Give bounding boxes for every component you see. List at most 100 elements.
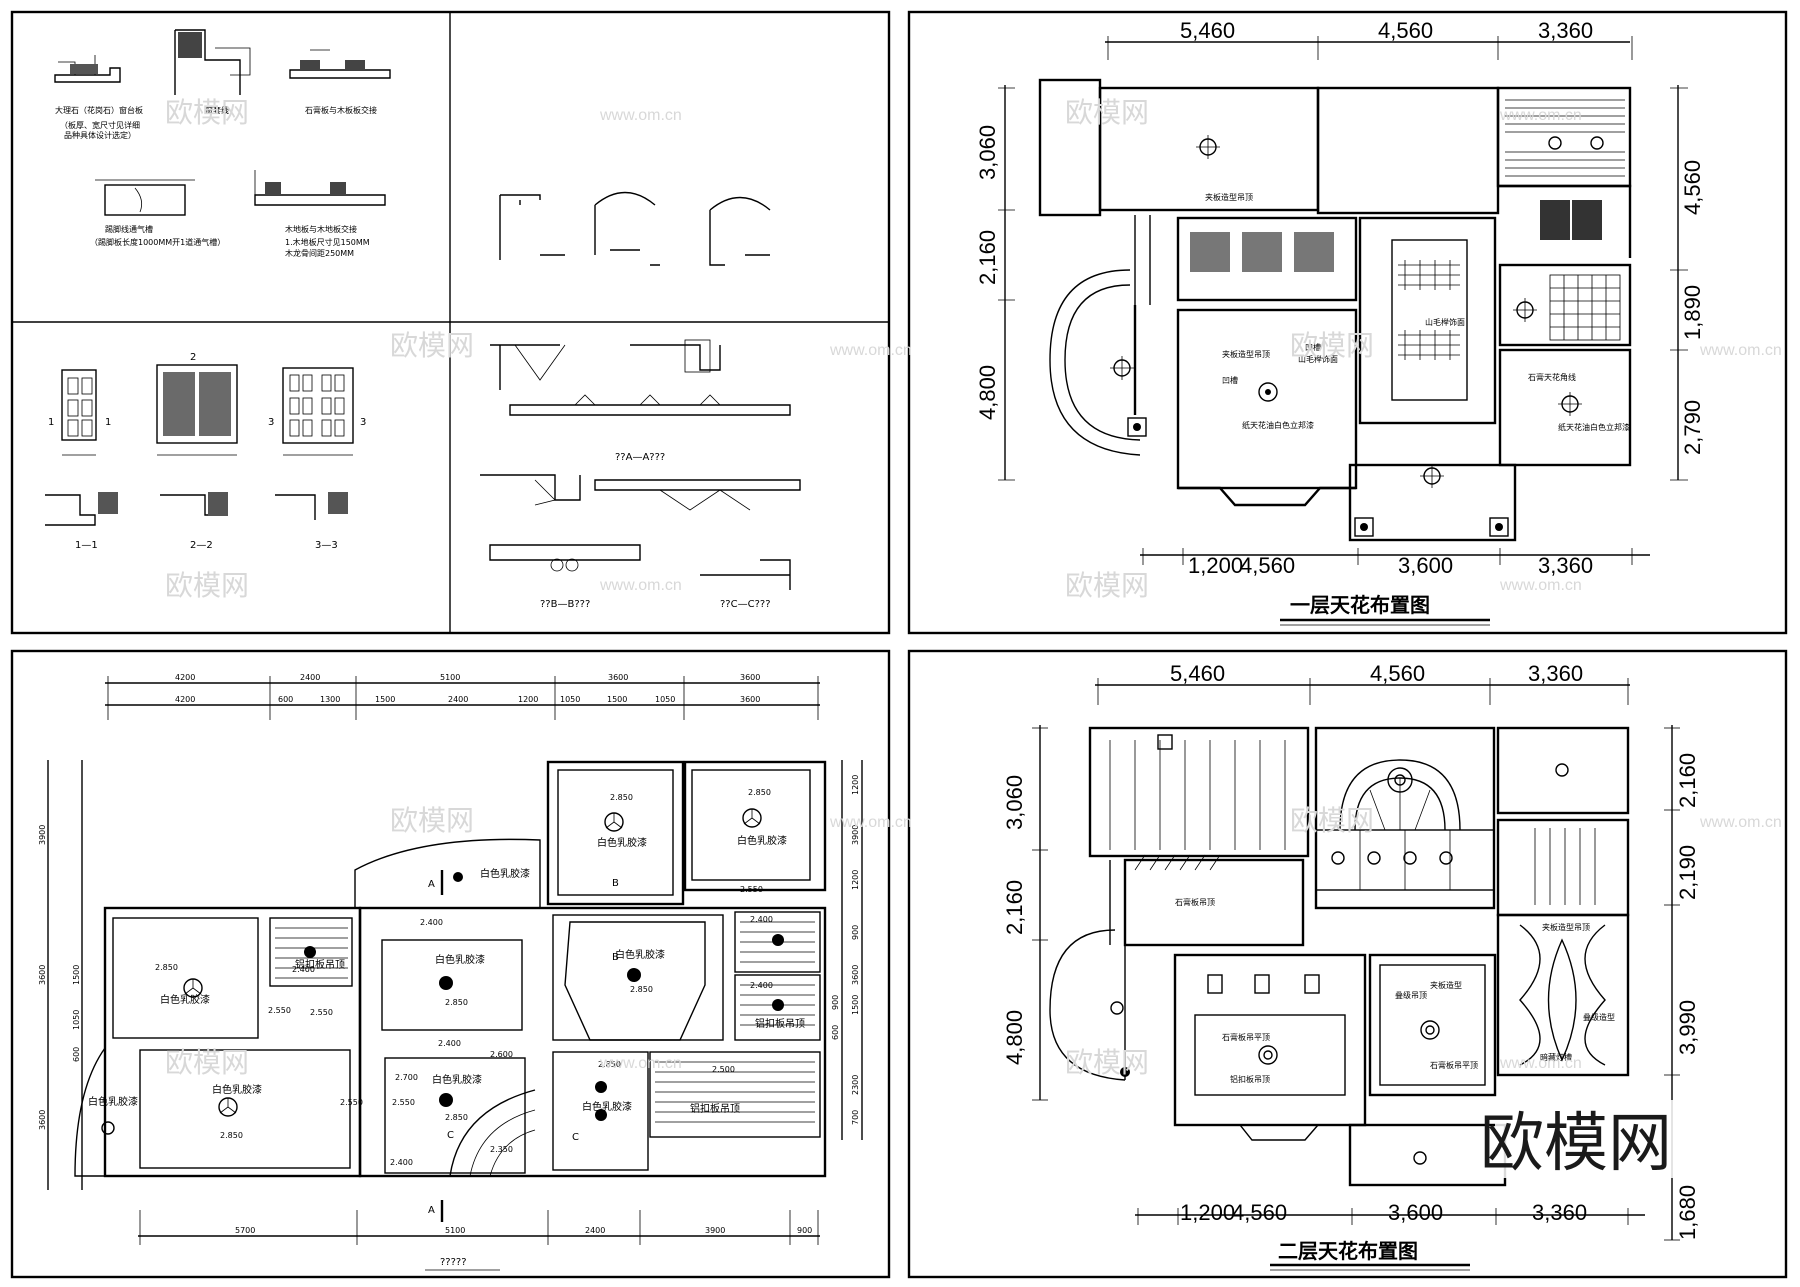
plan1-note-4: 凹槽 — [1305, 342, 1321, 352]
plan2-note-9: 暗藏灯槽 — [1540, 1052, 1572, 1062]
section-b-label: ??B—B??? — [540, 599, 590, 610]
plan1-top-dim-1: 5,460 — [1180, 18, 1235, 43]
watermark-url-2: www.om.cn — [1499, 107, 1582, 124]
plan3-height-11: 2.550 — [740, 885, 763, 894]
plan3-top-inner-3: 1300 — [320, 695, 340, 704]
plan3-paint-1: 白色乳胶漆 — [160, 993, 210, 1006]
plan3-right-dim-4: 900 — [851, 925, 860, 940]
plan2-left-dim-2: 2,160 — [1002, 880, 1027, 935]
detail-floor-joint: 木地板与木地板交接 1.木地板尺寸见150MM 木龙骨间距250MM — [254, 170, 386, 258]
plan3-height-17: 2.400 — [750, 915, 773, 924]
watermark-url-3: www.om.cn — [829, 342, 912, 359]
plan1-slat-ceiling — [1505, 99, 1625, 177]
plan3-left-dim-6: 3600 — [38, 1110, 47, 1130]
door-mark-3-right: 3 — [360, 417, 366, 428]
detail-gypsum-joint: 石膏板与木板板交接 — [289, 49, 391, 115]
plan1-bottom-dim-2: 4,560 — [1240, 553, 1295, 578]
detail-3-label: 石膏板与木板板交接 — [305, 105, 377, 115]
plan3-height-7: 2.850 — [445, 1113, 468, 1122]
plan3-top-inner-5: 2400 — [448, 695, 468, 704]
plan1-note-1: 夹板造型吊顶 — [1205, 192, 1253, 202]
door-mark-3-left: 3 — [268, 417, 274, 428]
plan3-section-c-left: C — [447, 1130, 454, 1141]
plan3-right-dim-1: 1200 — [851, 775, 860, 795]
plan3-top-inner-7: 1050 — [560, 695, 580, 704]
detail-5-sub: 1.木地板尺寸见150MM — [285, 237, 370, 247]
plan3-paint-10: 白色乳胶漆 — [582, 1100, 632, 1113]
plan3-left-dim-5: 600 — [72, 1047, 81, 1062]
watermark-logo-1: 欧模网 — [165, 96, 249, 129]
plan3-alu-3: 铝扣板吊顶 — [690, 1102, 740, 1115]
plan2-note-7: 叠级吊顶 — [1395, 990, 1427, 1000]
detail-1-label: 大理石（花岗石）窗台板 — [55, 105, 143, 115]
plan2-ceiling: 5,460 4,560 3,360 3,060 2,160 4,800 2,16… — [1002, 661, 1700, 1271]
plan3-top-inner-10: 3600 — [740, 695, 760, 704]
plan1-note-6: 山毛榉饰面 — [1425, 317, 1465, 327]
watermark-logo-7: 欧模网 — [390, 804, 474, 837]
plan1-right-dim-2: 1,890 — [1680, 285, 1705, 340]
plan3-light-fixtures — [101, 808, 784, 1135]
plan3-right-dim-8: 600 — [831, 1025, 840, 1040]
watermark-url-9: www.om.cn — [599, 1055, 682, 1072]
watermark-logo-3: 欧模网 — [390, 329, 474, 362]
plan2-top-dim-1: 5,460 — [1170, 661, 1225, 686]
plan3-top-inner-2: 600 — [278, 695, 293, 704]
cut-1: 1—1 — [75, 540, 98, 551]
plan3-left-dim-3: 1500 — [72, 965, 81, 985]
plan2-bottom-dim-1: 1,200 — [1180, 1200, 1235, 1225]
plan1-note-5: 山毛榉饰面 — [1298, 354, 1338, 364]
plan3-height-23: 2.500 — [712, 1065, 735, 1074]
detail-5-label: 木地板与木地板交接 — [285, 224, 357, 234]
plan1-note-8: 纸天花油白色立邦漆 — [1242, 420, 1314, 430]
detail-window-casing: 窗套线 — [174, 29, 251, 115]
plan2-note-8: 叠级造型 — [1583, 1012, 1615, 1022]
plan3-height-12: 2.550 — [340, 1098, 363, 1107]
plan1-bottom-dim-1: 1,200 — [1188, 553, 1243, 578]
plan1-left-dim-2: 2,160 — [975, 230, 1000, 285]
plan2-slats — [1109, 740, 1596, 905]
watermark-url-6: www.om.cn — [1499, 577, 1582, 594]
plan3-right-dim-9: 2300 — [851, 1075, 860, 1095]
panel-frame-plan3 — [10, 649, 891, 1279]
detail-2-label: 窗套线 — [205, 105, 229, 115]
plan3-height-19: 2.400 — [390, 1158, 413, 1167]
detail-skirting-vent: 踢脚线通气槽 （踢脚板长度1000MM开1道通气槽） — [90, 179, 225, 247]
panel-frame-plan2 — [907, 649, 1788, 1279]
watermark-logo-10: 欧模网 — [1065, 1046, 1149, 1079]
plan3-top-outer-3: 5100 — [440, 673, 460, 682]
plan2-note-3: 铝扣板吊顶 — [1230, 1074, 1270, 1084]
cut-3: 3—3 — [315, 540, 338, 551]
plan3-height-6: 2.850 — [630, 985, 653, 994]
detail-1-sub2: 品种具体设计选定） — [64, 130, 136, 140]
section-c-label: ??C—C??? — [720, 599, 771, 610]
plan1-note-2: 夹板造型吊顶 — [1222, 349, 1270, 359]
plan3-height-1: 2.850 — [155, 963, 178, 972]
watermark-url-4: www.om.cn — [1699, 342, 1782, 359]
plan3-paint-6: 白色乳胶漆 — [737, 834, 787, 847]
watermark-url-10: www.om.cn — [1499, 1055, 1582, 1072]
plan3-height-9: 2.550 — [268, 1006, 291, 1015]
plan3-left-dim-1: 3900 — [38, 825, 47, 845]
plan2-right-dim-2: 2,190 — [1675, 845, 1700, 900]
plan3-top-inner-1: 4200 — [175, 695, 195, 704]
plan3-top-inner-6: 1200 — [518, 695, 538, 704]
plan3-right-dim-10: 700 — [851, 1110, 860, 1125]
plan3-paint-2: 白色乳胶漆 — [212, 1083, 262, 1096]
plan3-section-a-top: A — [428, 879, 435, 890]
watermark-url-5: www.om.cn — [599, 577, 682, 594]
plan2-note-1: 石膏板吊顶 — [1175, 897, 1215, 907]
watermark-logo-9: 欧模网 — [165, 1046, 249, 1079]
detail-windowsill: 大理石（花岗石）窗台板 （板厚、宽尺寸见详细 品种具体设计选定） — [54, 55, 143, 140]
watermark-logo-8: 欧模网 — [1290, 804, 1374, 837]
plan3-left-dim-4: 1050 — [72, 1010, 81, 1030]
jamb-sections: 1—1 2—2 3—3 — [45, 492, 348, 551]
plan1-tile-ceiling — [1549, 274, 1621, 341]
detail-4-sub: （踢脚板长度1000MM开1道通气槽） — [90, 237, 225, 247]
plan3-section-c-right: C — [572, 1132, 579, 1143]
plan3-height-20: 2.600 — [490, 1050, 513, 1059]
plan3-alu-zones — [269, 911, 821, 1138]
plan2-light-fixtures — [1110, 734, 1569, 1165]
watermark-logo-2: 欧模网 — [1065, 96, 1149, 129]
plan3-height-14: 2.400 — [420, 918, 443, 927]
plan3-top-outer-4: 3600 — [608, 673, 628, 682]
